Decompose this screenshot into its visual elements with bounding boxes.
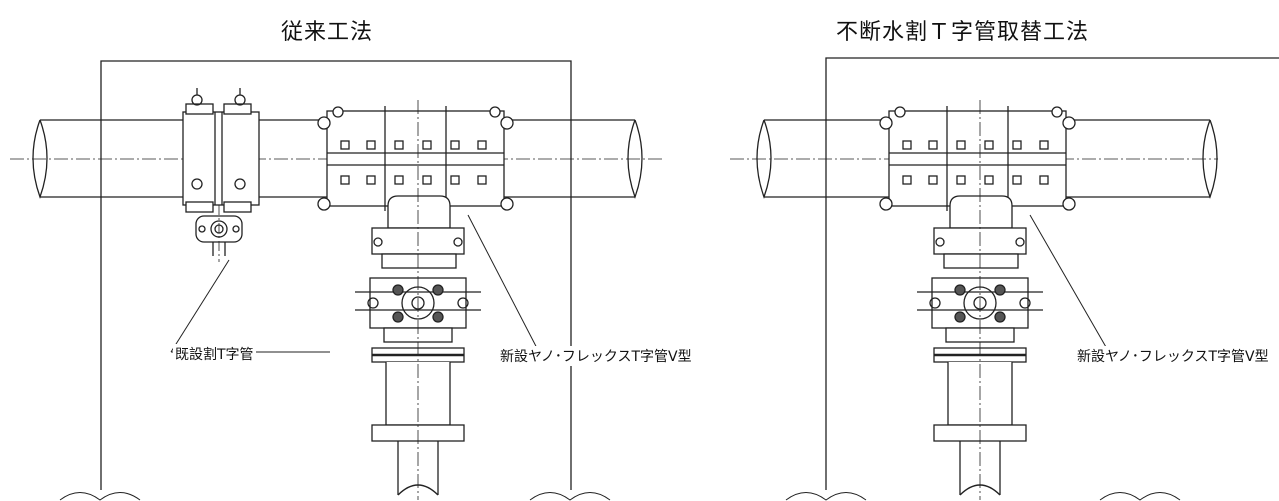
left-panel — [10, 60, 665, 501]
existing-tee-label: 既設割T字管 — [173, 344, 256, 364]
new-tee-label-right: 新設ヤノ･フレックスT字管V型 — [1075, 346, 1271, 366]
right-pit-wall — [825, 57, 1279, 490]
right-new-flex-tee — [879, 100, 1076, 500]
left-pit-wall — [100, 60, 572, 490]
conventional-method-title: 従来工法 — [281, 20, 374, 45]
right-panel — [730, 57, 1279, 501]
left-new-flex-tee — [317, 100, 514, 500]
new-tee-label-left: 新設ヤノ･フレックスT字管V型 — [498, 346, 694, 366]
existing-split-tee — [182, 88, 260, 262]
non-stop-replacement-method-title: 不断水割Ｔ字管取替工法 — [836, 20, 1090, 45]
